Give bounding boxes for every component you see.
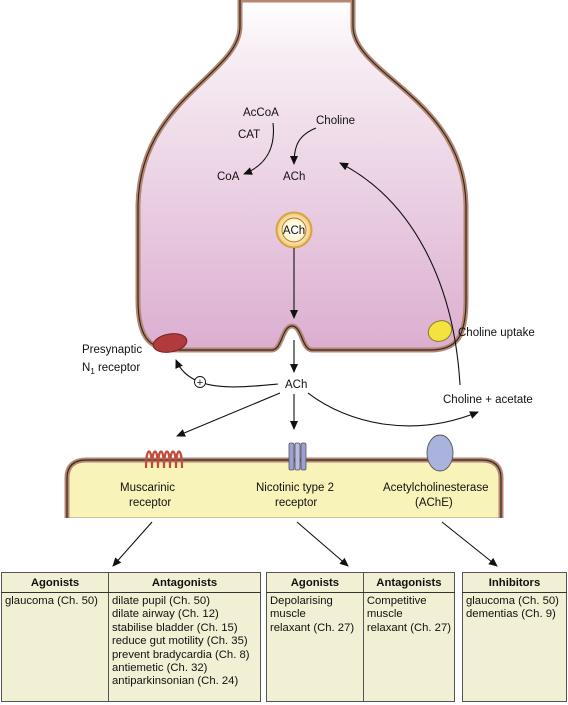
nicotinic-drug-table: Agonists Antagonists Depolarising muscle… [266,572,456,702]
muscarinic-to-table-arrow [112,521,153,567]
muscarinic-label-line1: Muscarinic [120,482,175,494]
ache-to-table-arrow [441,521,498,567]
presynaptic-label-line1: Presynaptic [82,344,142,356]
choline-to-ach-arrow [290,127,317,165]
muscarinic-antagonist-item: antiparkinsonian (Ch. 24) [112,675,239,688]
ach-to-acetate-arrow [307,392,479,427]
ache-inhibitor-item: dementias (Ch. 9) [466,608,556,621]
nicotinic-receptor [288,442,307,471]
nicotinic-agonists-header: Agonists [266,572,364,593]
acetyl-coa-label: AcCoA [243,107,279,119]
cat-enzyme-label: CAT [238,129,260,141]
feedback-arrow [175,359,279,388]
nicotinic-agonist-line: relaxant (Ch. 27) [270,621,355,634]
choline-uptake-transporter [427,320,453,342]
nicotinic-antagonists-header: Antagonists [362,572,456,593]
nicotinic-agonist-line: Depolarising [270,595,333,607]
muscarinic-antagonist-item: stabilise bladder (Ch. 15) [112,621,238,634]
nicotinic-to-table-arrow [296,521,349,567]
nicotinic-agonist-line: muscle [270,608,306,621]
muscarinic-agonists-cell: glaucoma (Ch. 50) [1,592,109,702]
ache-enzyme [426,434,454,472]
muscarinic-receptor [144,450,184,469]
ache-label-line2: (AChE) [415,497,453,509]
muscarinic-agonists-header: Agonists [1,572,109,593]
ache-inhibitors-cell: glaucoma (Ch. 50) dementias (Ch. 9) [462,592,567,702]
muscarinic-antagonist-item: reduce gut motility (Ch. 35) [112,635,248,648]
muscarinic-antagonist-item: prevent bradycardia (Ch. 8) [112,648,250,661]
nicotinic-antagonist-line: relaxant (Ch. 27) [366,621,451,634]
accoa-to-coa-arrow [243,122,275,175]
plus-circle [194,376,206,388]
muscarinic-antagonists-header: Antagonists [108,572,261,593]
nicotinic-label-line1: Nicotinic type 2 [256,482,334,494]
nicotinic-label-line2: receptor [275,497,317,509]
nicotinic-antagonist-line: muscle [366,608,403,621]
muscarinic-antagonists-cell: dilate pupil (Ch. 50) dilate airway (Ch.… [108,592,261,702]
ache-drug-table: Inhibitors glaucoma (Ch. 50) dementias (… [462,572,567,702]
nicotinic-agonists-cell: Depolarising muscle relaxant (Ch. 27) [266,592,364,702]
nicotinic-antagonist-line: Competitive [366,595,427,607]
muscarinic-antagonist-item: dilate airway (Ch. 12) [112,608,219,621]
muscarinic-label-line2: receptor [129,497,171,509]
muscarinic-antagonist-item: antiemetic (Ch. 32) [112,662,208,675]
nicotinic-antagonists-cell: Competitive muscle relaxant (Ch. 27) [362,592,456,702]
ache-inhibitor-item: glaucoma (Ch. 50) [466,595,559,607]
ache-label-line1: Acetylcholinesterase [383,482,488,494]
presynaptic-n1-receptor [152,333,188,353]
choline-acetate-label: Choline + acetate [443,394,533,406]
choline-uptake-arrow [339,162,461,386]
choline-label: Choline [316,115,355,127]
muscarinic-drug-table: Agonists Antagonists glaucoma (Ch. 50) d… [1,572,261,702]
plus-sign: + [197,377,203,389]
muscarinic-antagonist-item: dilate pupil (Ch. 50) [112,595,210,607]
cleft-ach-label: ACh [285,379,307,391]
vesicle-ach-label: ACh [283,225,305,237]
ach-to-muscarinic-arrow [176,392,281,437]
coa-label: CoA [217,171,240,183]
ach-synthesized-label: ACh [283,171,305,183]
ache-inhibitors-header: Inhibitors [462,572,567,593]
nerve-terminal-outline [137,0,467,351]
choline-uptake-label: Choline uptake [458,327,535,339]
presynaptic-label-line2: N1 receptor [82,362,140,376]
muscarinic-agonist-item: glaucoma (Ch. 50) [5,595,98,607]
